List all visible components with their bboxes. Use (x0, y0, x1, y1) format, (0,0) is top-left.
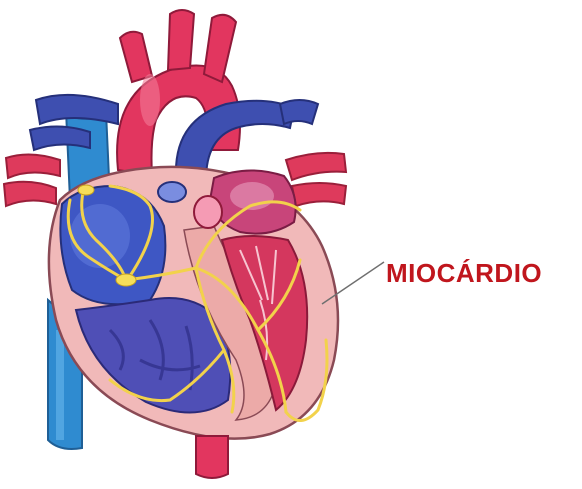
aorta-highlight (140, 74, 160, 126)
sinoatrial-node (78, 185, 94, 195)
left-pulmonary-vein-lower (292, 183, 346, 206)
right-pulmonary-vein-upper (6, 154, 60, 178)
right-atrium-highlight (70, 204, 130, 268)
atrioventricular-node (116, 274, 136, 286)
aortic-valve (194, 196, 222, 228)
descending-aorta (196, 436, 228, 478)
left-pulmonary-artery (280, 100, 318, 124)
pulmonary-valve (158, 182, 186, 202)
right-pulmonary-artery-lower (30, 126, 90, 150)
brachiocephalic-artery (120, 32, 152, 82)
inferior-vena-cava-highlight (56, 330, 64, 440)
myocardium-label: MIOCÁRDIO (386, 258, 542, 288)
left-pulmonary-vein-upper (286, 153, 346, 180)
right-ventricle (76, 298, 230, 413)
left-common-carotid-artery (168, 10, 194, 70)
left-subclavian-artery (204, 15, 236, 82)
right-pulmonary-vein-lower (4, 182, 56, 206)
